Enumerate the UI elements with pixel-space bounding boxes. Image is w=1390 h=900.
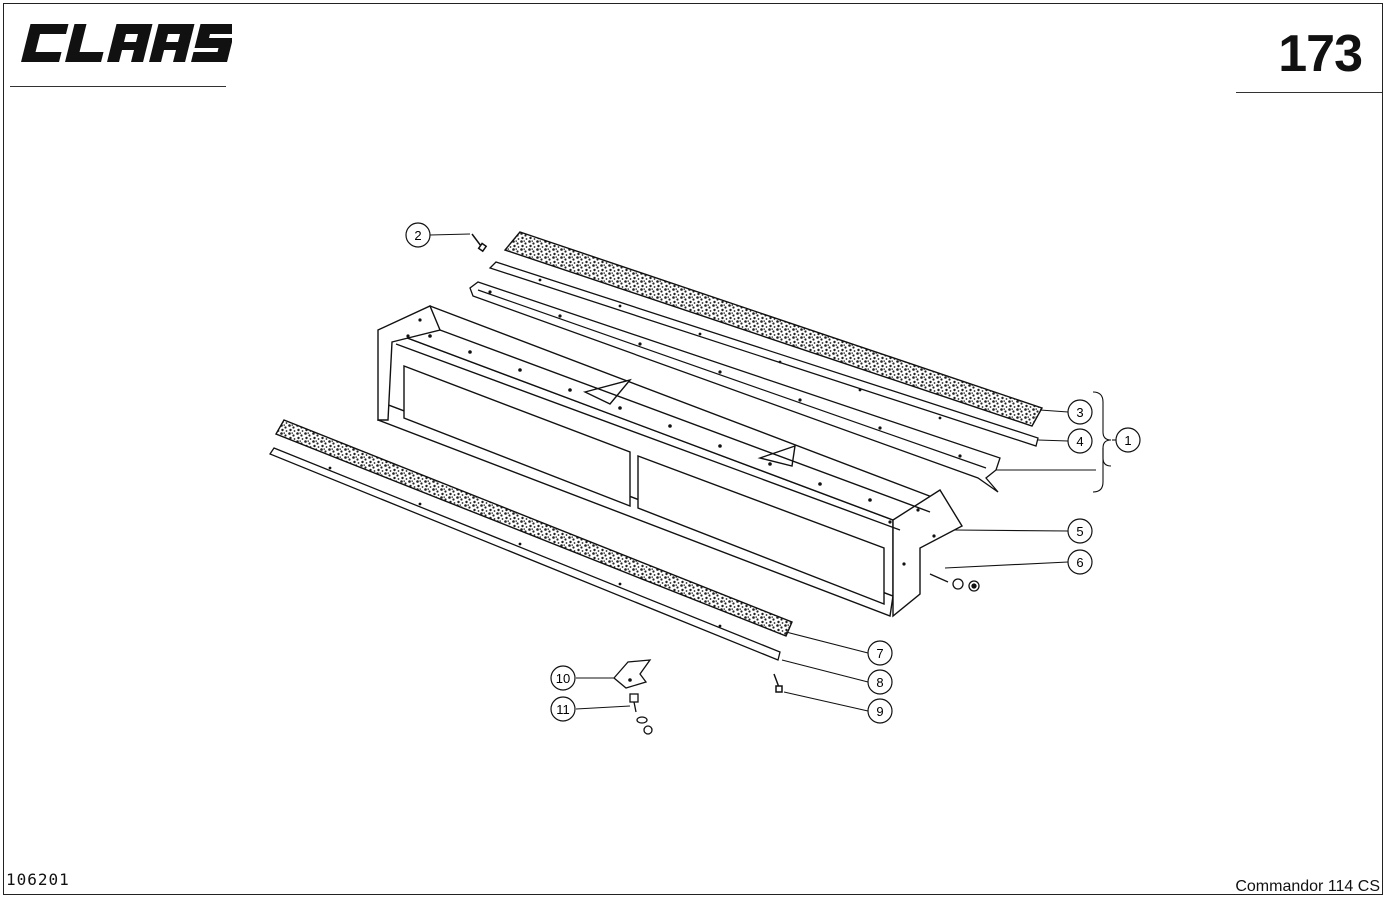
model-name: Commandor 114 CS	[1235, 878, 1380, 895]
svg-text:11: 11	[556, 702, 570, 717]
callout-7: 7	[867, 640, 893, 666]
page-number-underline	[1236, 92, 1382, 93]
callout-9: 9	[867, 698, 893, 724]
svg-text:3: 3	[1076, 405, 1083, 420]
svg-text:10: 10	[556, 671, 570, 686]
clamp-bar-upper	[488, 261, 1039, 447]
svg-text:2: 2	[414, 228, 421, 243]
angle-profile	[469, 281, 1001, 493]
rubber-strip-lower	[274, 419, 793, 637]
page-number: 173	[1278, 25, 1363, 83]
svg-text:7: 7	[876, 646, 883, 661]
svg-text:1: 1	[1124, 433, 1131, 448]
document-number: 106201	[6, 870, 70, 889]
clamp-bar-lower	[269, 447, 781, 661]
claas-logo	[21, 24, 232, 62]
bolt-nut-right	[929, 573, 980, 592]
bracket	[613, 659, 652, 689]
callout-6: 6	[1067, 549, 1093, 575]
screw-lower	[773, 673, 783, 693]
bolt-upper	[471, 233, 488, 253]
callout-1: 1	[1115, 427, 1141, 453]
svg-text:4: 4	[1076, 434, 1083, 449]
callout-8: 8	[867, 669, 893, 695]
callout-10: 10	[550, 665, 576, 691]
svg-text:9: 9	[876, 704, 883, 719]
rubber-strip-upper	[503, 231, 1044, 427]
page-frame	[3, 3, 1383, 895]
callout-2: 2	[405, 222, 431, 248]
callout-3: 3	[1067, 399, 1093, 425]
svg-text:8: 8	[876, 675, 883, 690]
logo-underline	[10, 86, 226, 87]
callout-4: 4	[1067, 428, 1093, 454]
callout-11: 11	[550, 696, 576, 722]
callout-5: 5	[1067, 518, 1093, 544]
main-beam	[377, 305, 963, 618]
svg-text:6: 6	[1076, 555, 1083, 570]
bolt-washer	[629, 693, 653, 735]
svg-text:5: 5	[1076, 524, 1083, 539]
